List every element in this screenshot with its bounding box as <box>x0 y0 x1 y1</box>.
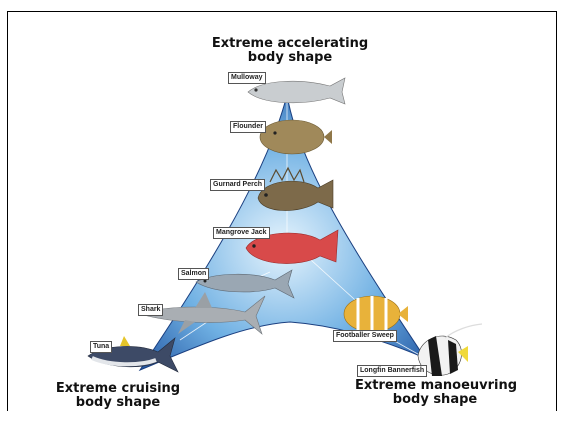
top-corner-line2: body shape <box>205 51 375 65</box>
label-mulloway: Mulloway <box>228 72 266 84</box>
label-salmon: Salmon <box>178 268 209 280</box>
label-mangrove-jack: Mangrove Jack <box>213 227 270 239</box>
top-corner-title: Extreme accelerating body shape <box>205 37 375 65</box>
label-flounder: Flounder <box>230 121 266 133</box>
right-corner-line1: Extreme manoeuvring <box>355 379 515 393</box>
longfin-bannerfish-fish <box>418 324 482 376</box>
right-corner-line2: body shape <box>355 393 515 407</box>
label-longfin-bannerfish: Longfin Bannerfish <box>357 365 427 377</box>
left-corner-line1: Extreme cruising <box>43 382 193 396</box>
left-corner-line2: body shape <box>43 396 193 410</box>
label-footballer-sweep: Footballer Sweep <box>333 330 397 342</box>
right-corner-title: Extreme manoeuvring body shape <box>355 379 515 407</box>
flounder-fish <box>260 120 332 154</box>
top-corner-line1: Extreme accelerating <box>205 37 375 51</box>
left-corner-title: Extreme cruising body shape <box>43 382 193 410</box>
label-shark: Shark <box>138 304 163 316</box>
label-gurnard-perch: Gurnard Perch <box>210 179 265 191</box>
label-tuna: Tuna <box>90 341 112 353</box>
